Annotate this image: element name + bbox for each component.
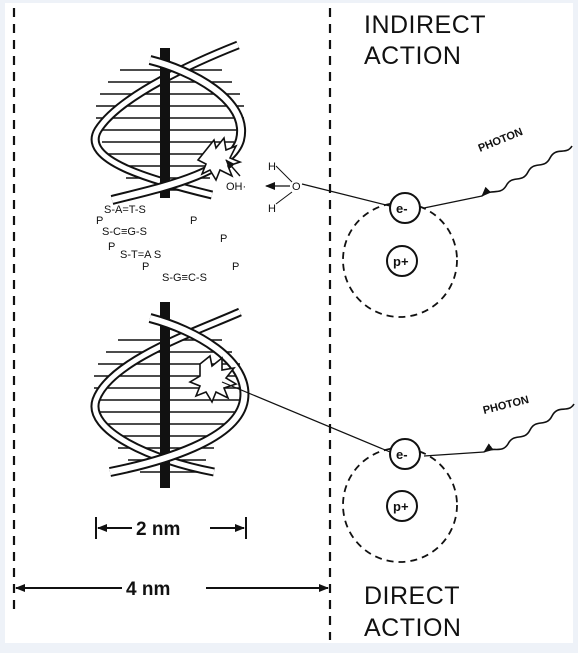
phosphate-label: P [190, 215, 197, 227]
photon-path-direct [423, 451, 485, 457]
electron-label-direct: e- [396, 447, 408, 462]
phosphate-label: P [108, 241, 115, 253]
proton-label-direct: p+ [393, 499, 409, 514]
indirect-action-label-line1: INDIRECT [364, 11, 486, 39]
electron-label-indirect: e- [396, 201, 408, 216]
phosphate-label: P [96, 215, 103, 227]
dna-width-label: 2 nm [136, 519, 180, 540]
phosphate-label: P [220, 233, 227, 245]
photon-wave-indirect [481, 145, 573, 197]
phosphate-label: P [232, 261, 239, 273]
atom-direct: e- p+ [342, 438, 458, 563]
base-pair-row4: S-G≡C-S [162, 272, 207, 284]
direct-action-label-line2: ACTION [364, 614, 461, 642]
photon-wave-direct [483, 403, 575, 453]
page-background [5, 3, 573, 643]
water-oxygen: O [292, 181, 301, 193]
total-width-label: 4 nm [126, 579, 170, 600]
hydroxyl-radical: OH· [226, 181, 246, 193]
base-pair-sequence: S-A=T-S P P S-C≡G-S P P S-T=A S P P S-G≡… [96, 204, 239, 284]
base-pair-row3: S-T=A S [120, 249, 161, 261]
dimension-dna-width: 2 nm [95, 517, 247, 540]
photon-path-indirect [423, 195, 483, 209]
electron-to-water-line [301, 183, 391, 207]
dna-helix-lower [90, 302, 250, 488]
proton-direct [386, 490, 418, 522]
helix-axis-lower [160, 302, 170, 488]
base-pair-row2: S-C≡G-S [102, 226, 147, 238]
base-pair-row1: S-A=T-S [104, 204, 146, 216]
electron-direct [389, 438, 421, 470]
indirect-action-label-line2: ACTION [364, 42, 461, 70]
water-hydrogen-bottom: H [268, 203, 276, 215]
direct-action-label-line1: DIRECT [364, 582, 460, 610]
damage-burst-lower [188, 354, 238, 404]
electron-indirect [389, 192, 421, 224]
electron-to-dna-line [221, 381, 391, 453]
proton-label-indirect: p+ [393, 254, 409, 269]
water-molecule: H O H OH· [225, 159, 301, 215]
helix-axis-upper [160, 48, 170, 198]
proton-indirect [386, 245, 418, 277]
dimension-total-width: 4 nm [15, 579, 329, 600]
dna-helix-upper [90, 40, 247, 205]
water-hydrogen-top: H [268, 161, 276, 173]
phosphate-label: P [142, 261, 149, 273]
atom-indirect: e- p+ [342, 192, 458, 318]
hydroxyl-attack-arrow [225, 159, 241, 177]
